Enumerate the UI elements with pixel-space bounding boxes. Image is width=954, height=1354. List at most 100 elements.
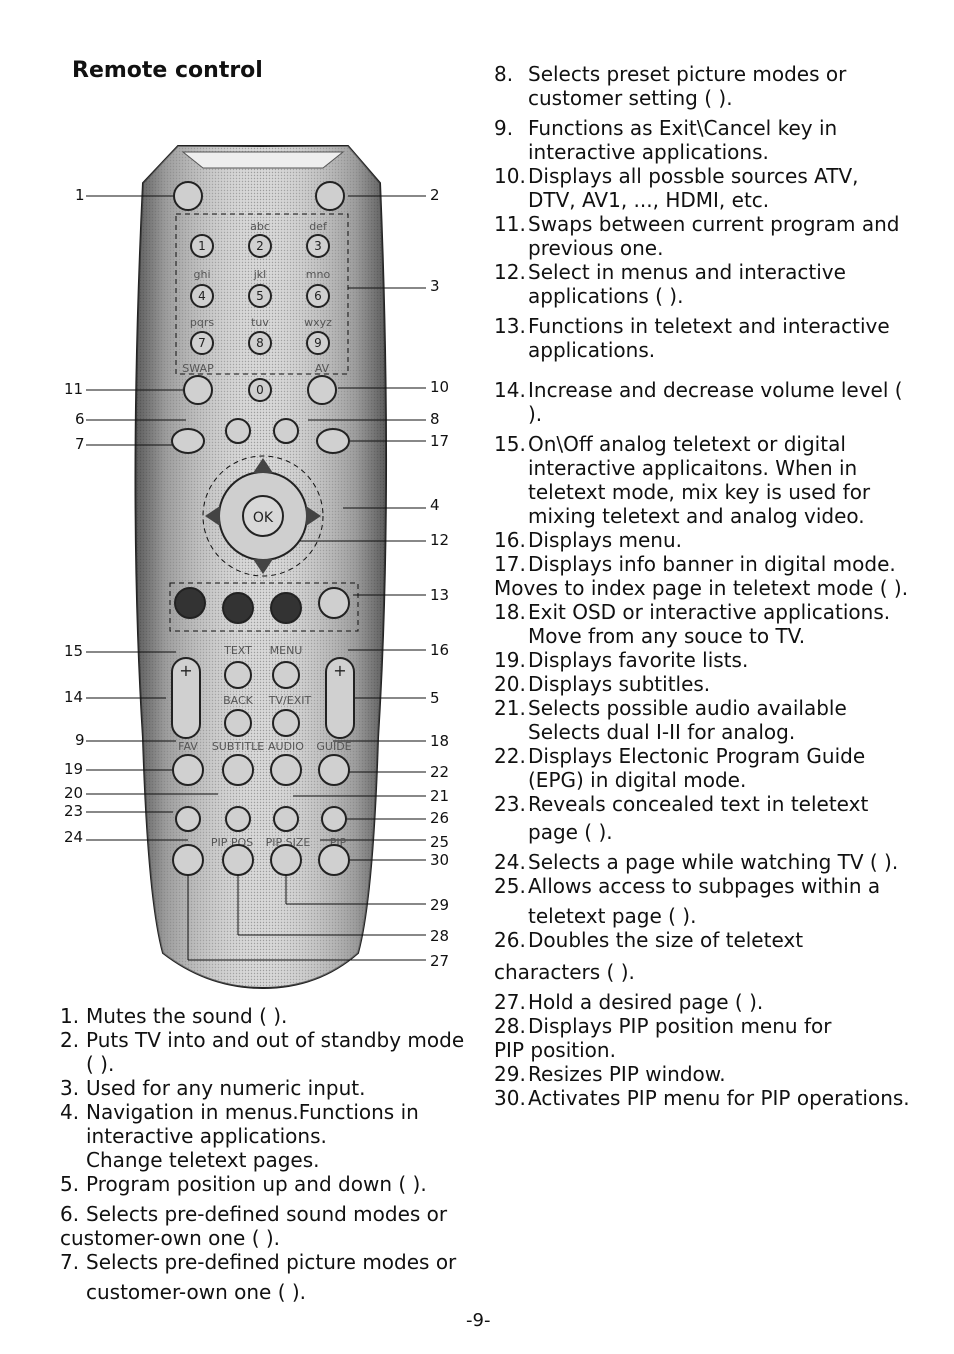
list-item: 5. Program position up and down ( ). xyxy=(60,1172,427,1196)
key-8: 8 xyxy=(256,336,264,350)
callout-right-30: 30 xyxy=(430,851,450,869)
key-label-fav: FAV xyxy=(178,740,198,753)
key-0: 0 xyxy=(256,383,264,397)
callout-right-26: 26 xyxy=(430,809,450,827)
callout-right-25: 25 xyxy=(430,833,450,851)
callout-right-3: 3 xyxy=(430,277,440,295)
callout-left-1: 1 xyxy=(75,186,85,204)
callout-left-23: 23 xyxy=(64,802,84,820)
callout-right-2: 2 xyxy=(430,186,440,204)
vol-plus-label: + xyxy=(179,661,192,680)
right-arrow-icon xyxy=(306,506,321,526)
key-label-wxyz: wxyz xyxy=(304,316,332,329)
key-label-mno: mno xyxy=(306,268,331,281)
ok-button xyxy=(242,495,284,537)
callout-left-6: 6 xyxy=(75,410,85,428)
callout-left-9: 9 xyxy=(75,731,85,749)
callout-left-20: 20 xyxy=(64,784,84,802)
key-4: 4 xyxy=(198,289,206,303)
callout-right-22: 22 xyxy=(430,763,450,781)
list-item: 13. Functions in teletext and interactiv… xyxy=(494,314,890,362)
callout-left-14: 14 xyxy=(64,688,84,706)
list-item: 16. Displays menu. xyxy=(494,528,682,552)
list-item: 8. Selects preset picture modes or custo… xyxy=(494,62,847,110)
up-arrow-icon xyxy=(253,458,273,473)
key-label-def: def xyxy=(309,220,328,233)
callout-right-29: 29 xyxy=(430,896,450,914)
list-item: 14. Increase and decrease volume level (… xyxy=(494,378,903,426)
key-label-guide: GUIDE xyxy=(316,740,351,753)
callout-right-28: 28 xyxy=(430,927,450,945)
callout-left-11: 11 xyxy=(64,380,84,398)
list-item: 19. Displays favorite lists. xyxy=(494,648,749,672)
callout-right-13: 13 xyxy=(430,586,450,604)
list-item: 26. Doubles the size of teletext charact… xyxy=(494,928,804,984)
list-item: 1. Mutes the sound ( ). xyxy=(60,1004,288,1028)
key-label-jkl: jkl xyxy=(253,268,266,281)
callout-right-10: 10 xyxy=(430,378,450,396)
key-label-text: TEXT xyxy=(223,644,252,657)
callout-right-27: 27 xyxy=(430,952,450,970)
key-label-subtitle: SUBTITLE xyxy=(212,740,264,753)
key-label-av: AV xyxy=(315,362,330,375)
list-item: 12. Select in menus and interactive appl… xyxy=(494,260,846,308)
list-item: 11. Swaps between current program and pr… xyxy=(494,212,900,260)
key-9: 9 xyxy=(314,336,322,350)
list-item: 17. Displays info banner in digital mode… xyxy=(494,552,909,600)
list-item: 10. Displays all possble sources ATV, DT… xyxy=(494,164,859,212)
list-item: 25. Allows access to subpages within a t… xyxy=(494,874,881,928)
list-item: 28. Displays PIP position menu for PIP p… xyxy=(494,1014,832,1062)
list-item: 4. Navigation in menus.Functions in inte… xyxy=(60,1100,419,1172)
right-function-list: 8. Selects preset picture modes or custo… xyxy=(494,62,914,1110)
prog-plus-label: + xyxy=(333,661,346,680)
key-5: 5 xyxy=(256,289,264,303)
callout-right-5: 5 xyxy=(430,689,440,707)
list-item: 21. Selects possible audio available Sel… xyxy=(494,696,847,744)
key-label-pqrs: pqrs xyxy=(190,316,214,329)
callout-right-16: 16 xyxy=(430,641,450,659)
list-item: 18. Exit OSD or interactive applications… xyxy=(494,600,891,648)
callout-right-21: 21 xyxy=(430,787,450,805)
callout-right-12: 12 xyxy=(430,531,450,549)
page-number: -9- xyxy=(466,1310,491,1331)
list-item: 22. Displays Electonic Program Guide (EP… xyxy=(494,744,866,792)
key-6: 6 xyxy=(314,289,322,303)
key-label-menu: MENU xyxy=(270,644,303,657)
power-button xyxy=(315,181,345,211)
callout-right-8: 8 xyxy=(430,410,440,428)
list-item: 9. Functions as Exit\Cancel key in inter… xyxy=(494,116,838,164)
list-item: 27. Hold a desired page ( ). xyxy=(494,990,764,1014)
key-label-swap: SWAP xyxy=(182,362,214,375)
down-arrow-icon xyxy=(253,559,273,574)
callout-left-15: 15 xyxy=(64,642,84,660)
callout-right-4: 4 xyxy=(430,496,440,514)
list-item: 24. Selects a page while watching TV ( )… xyxy=(494,850,899,874)
callout-left-24: 24 xyxy=(64,828,84,846)
mute-button xyxy=(173,181,203,211)
key-1: 1 xyxy=(198,239,206,253)
key-label-back: BACK xyxy=(223,694,254,707)
callout-right-17: 17 xyxy=(430,432,450,450)
key-label-abc: abc xyxy=(250,220,270,233)
svg-text:OK: OK xyxy=(253,510,274,526)
list-item: 15. On\Off analog teletext or digital in… xyxy=(494,432,871,528)
key-2: 2 xyxy=(256,239,264,253)
list-item: 20. Displays subtitles. xyxy=(494,672,711,696)
list-item: 6. Selects pre-defined sound modes or cu… xyxy=(60,1202,448,1250)
list-item: 7. Selects pre-defined picture modes or … xyxy=(60,1250,457,1304)
key-label-tv-exit: TV/EXIT xyxy=(268,694,312,707)
key-label-ghi: ghi xyxy=(193,268,210,281)
callout-left-7: 7 xyxy=(75,435,85,453)
key-7: 7 xyxy=(198,336,206,350)
list-item: 3. Used for any numeric input. xyxy=(60,1076,366,1100)
left-function-list: 1. Mutes the sound ( ). 2. Puts TV into … xyxy=(60,1004,470,1304)
list-item: 2. Puts TV into and out of standby mode … xyxy=(60,1028,465,1076)
left-arrow-icon xyxy=(205,506,220,526)
page-title: Remote control xyxy=(72,58,263,83)
list-item: 30. Activates PIP menu for PIP operation… xyxy=(494,1086,910,1110)
key-3: 3 xyxy=(314,239,322,253)
remote-control-illustration: abc def ghi jkl mno pqrs tuv wxyz SWAP A… xyxy=(86,145,426,990)
key-label-tuv: tuv xyxy=(251,316,269,329)
callout-right-18: 18 xyxy=(430,732,450,750)
callout-left-19: 19 xyxy=(64,760,84,778)
